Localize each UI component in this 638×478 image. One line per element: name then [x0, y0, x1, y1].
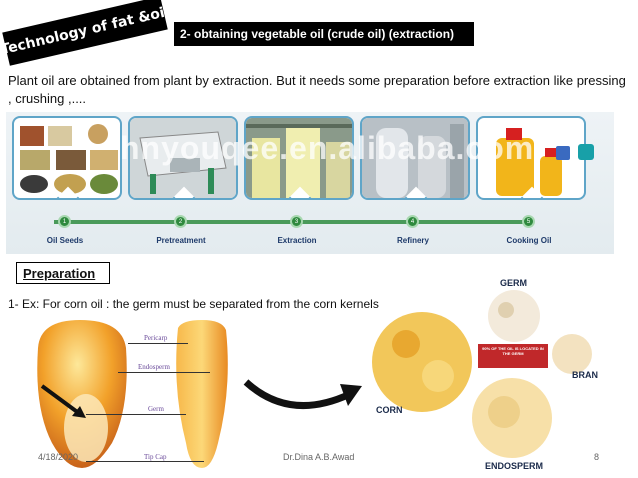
step-2-dot: 2: [174, 215, 187, 228]
section-title-badge: 2- obtaining vegetable oil (crude oil) (…: [174, 22, 474, 46]
footer-author: Dr.Dina A.B.Awad: [283, 452, 355, 462]
seeds-illustration: [20, 124, 118, 194]
pretreatment-machine-illustration: [130, 118, 236, 198]
curved-arrow-icon: [243, 379, 362, 409]
step-3-dot: 3: [290, 215, 303, 228]
step-label-pretreatment: Pretreatment: [156, 236, 206, 245]
corn-separation-flow: [372, 290, 592, 458]
endosperm-product-label: ENDOSPERM: [485, 461, 544, 471]
corn-kernel-diagram: [37, 320, 228, 468]
endosperm-leader-line: [118, 372, 210, 373]
corn-product-label: CORN: [376, 405, 403, 415]
footer-page-number: 8: [594, 452, 600, 462]
step-label-refinery: Refinery: [396, 236, 429, 245]
preparation-heading: Preparation: [16, 262, 110, 284]
chat-icon[interactable]: [578, 144, 594, 160]
pretreatment-image: [128, 116, 238, 200]
step-label-oil-seeds: Oil Seeds: [46, 236, 84, 245]
oil-bottles-illustration: [496, 128, 562, 196]
extraction-plant-illustration: [246, 118, 352, 198]
watermark-text: hnyouqee.en.alibaba.com: [120, 130, 535, 166]
pericarp-leader-line: [128, 343, 188, 344]
example-text: 1- Ex: For corn oil : the germ must be s…: [8, 297, 379, 311]
intro-paragraph: Plant oil are obtained from plant by ext…: [8, 73, 626, 106]
bran-product-label: BRAN: [572, 370, 598, 380]
germ-leader-line: [86, 414, 186, 415]
tip-cap-leader-line: [86, 461, 204, 462]
grid-icon[interactable]: [556, 146, 570, 160]
germ-label: Germ: [148, 405, 164, 413]
step-label-cooking-oil: Cooking Oil: [506, 236, 552, 245]
refinery-image: [360, 116, 470, 200]
step-1-dot: 1: [58, 215, 71, 228]
footer-date: 4/18/2020: [38, 452, 79, 462]
tip-cap-label: Tip Cap: [144, 453, 167, 461]
oil-note: 90% OF THE OIL IS LOCATED IN THE GERM: [482, 346, 544, 356]
endosperm-label: Endosperm: [138, 363, 170, 371]
pericarp-label: Pericarp: [144, 334, 168, 342]
step-label-extraction: Extraction: [277, 236, 317, 245]
step-5-dot: 5: [522, 215, 535, 228]
step-4-dot: 4: [406, 215, 419, 228]
refinery-tanks-illustration: [362, 118, 468, 198]
oil-seeds-image: [12, 116, 122, 200]
extraction-image: [244, 116, 354, 200]
slide-title-badge: Technology of fat &oil: [0, 0, 171, 66]
process-strip: hnyouqee.en.alibaba.com 1 2 3 4 5 Oil Se…: [6, 112, 614, 254]
germ-product-label: GERM: [500, 278, 527, 288]
